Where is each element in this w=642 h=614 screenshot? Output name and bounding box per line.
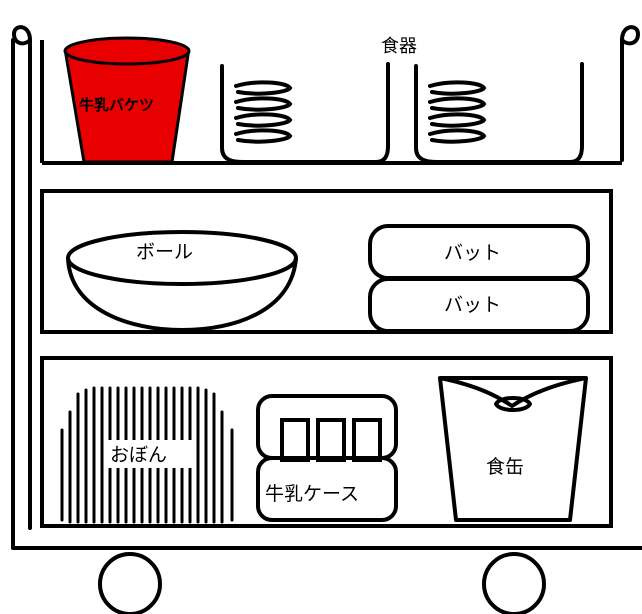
vat-top-label: バット: [444, 242, 501, 264]
food-can: [438, 376, 588, 522]
food-can-label: 食缶: [486, 456, 524, 478]
milk-bucket: 牛乳バケツ: [63, 36, 191, 164]
dish-stack-right: [414, 62, 584, 164]
bowl-label: ボール: [136, 241, 193, 263]
right-handle: [620, 25, 640, 46]
milk-carton-2: [316, 418, 346, 462]
wheel-left: [98, 552, 162, 614]
food-can-lid: [439, 376, 587, 408]
wheel-right: [482, 552, 546, 614]
shelf-bottom: [40, 356, 613, 528]
dish-rack-right: [414, 62, 584, 164]
wheels: [98, 552, 546, 614]
dishes-section-label: 食器: [381, 36, 417, 57]
vat-bottom-label: バット: [444, 294, 501, 316]
bowl-body: [66, 257, 298, 333]
shelf-middle: [40, 189, 613, 334]
milk-case: [256, 394, 398, 522]
milk-carton-3: [352, 418, 382, 462]
milk-case-label-backdrop: [262, 478, 392, 508]
food-can-handle: [494, 396, 532, 412]
milk-bucket-label: 牛乳バケツ: [79, 96, 154, 114]
left-handle: [12, 25, 32, 46]
food-can-body: [438, 376, 588, 522]
milk-carton-1: [280, 418, 310, 462]
milk-case-label: 牛乳ケース: [265, 483, 359, 505]
trays-label-backdrop: [104, 440, 194, 468]
milk-bucket-rim: [63, 36, 191, 66]
trays-label: おぼん: [110, 444, 167, 466]
cart-left-post: [11, 38, 642, 550]
cart-frame: [11, 25, 642, 550]
dish-rack-left: [220, 62, 390, 164]
bowl: [66, 230, 298, 333]
vat-bottom: [368, 277, 590, 333]
bowl-rim: [66, 230, 298, 286]
milk-case-upper: [256, 394, 398, 460]
dish-stack-left: [220, 62, 390, 164]
